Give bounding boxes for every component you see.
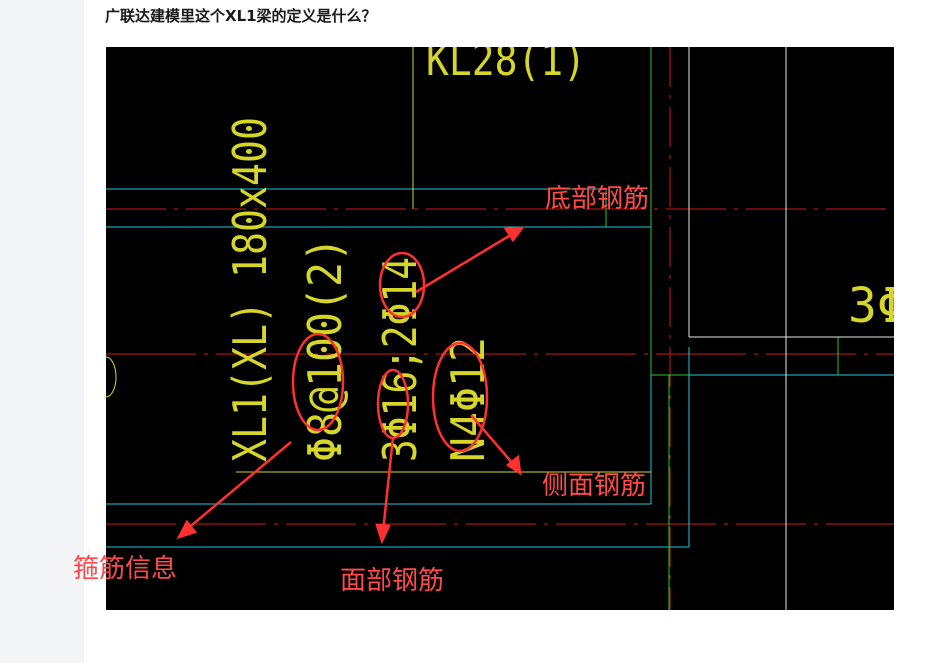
red-axis-lines [106, 47, 894, 610]
yellow-beam-lines [106, 47, 651, 473]
cad-screenshot: KL28(1) XL1(XL) 180x400 Φ8@100(2) 3Φ16;2… [106, 47, 894, 610]
top-rebar-label: 面部钢筋 [340, 566, 445, 596]
bottom-rebar-label: 底部钢筋 [545, 184, 650, 214]
stirrup-info-label: 箍筋信息 [73, 554, 178, 584]
bottom-bar-highlight [378, 251, 426, 319]
green-wall-lines [605, 47, 839, 610]
beam-label-top: KL28(1) [426, 47, 586, 86]
cad-drawing: KL28(1) XL1(XL) 180x400 Φ8@100(2) 3Φ16;2… [106, 47, 894, 610]
side-rebar-label: 侧面钢筋 [542, 471, 647, 501]
question-title: 广联达建模里这个XL1梁的定义是什么？ [105, 7, 377, 25]
white-boundary-lines [688, 47, 894, 610]
cad-text-group: KL28(1) XL1(XL) 180x400 Φ8@100(2) 3Φ16;2… [223, 47, 894, 462]
edge-label-text: 3Φ [848, 278, 894, 334]
beam-name-text: XL1(XL) 180x400 [223, 117, 277, 462]
annotation-arrows [176, 226, 525, 545]
stirrup-highlight [291, 332, 345, 432]
side-bar-highlight [431, 341, 489, 453]
left-gutter [0, 0, 84, 663]
